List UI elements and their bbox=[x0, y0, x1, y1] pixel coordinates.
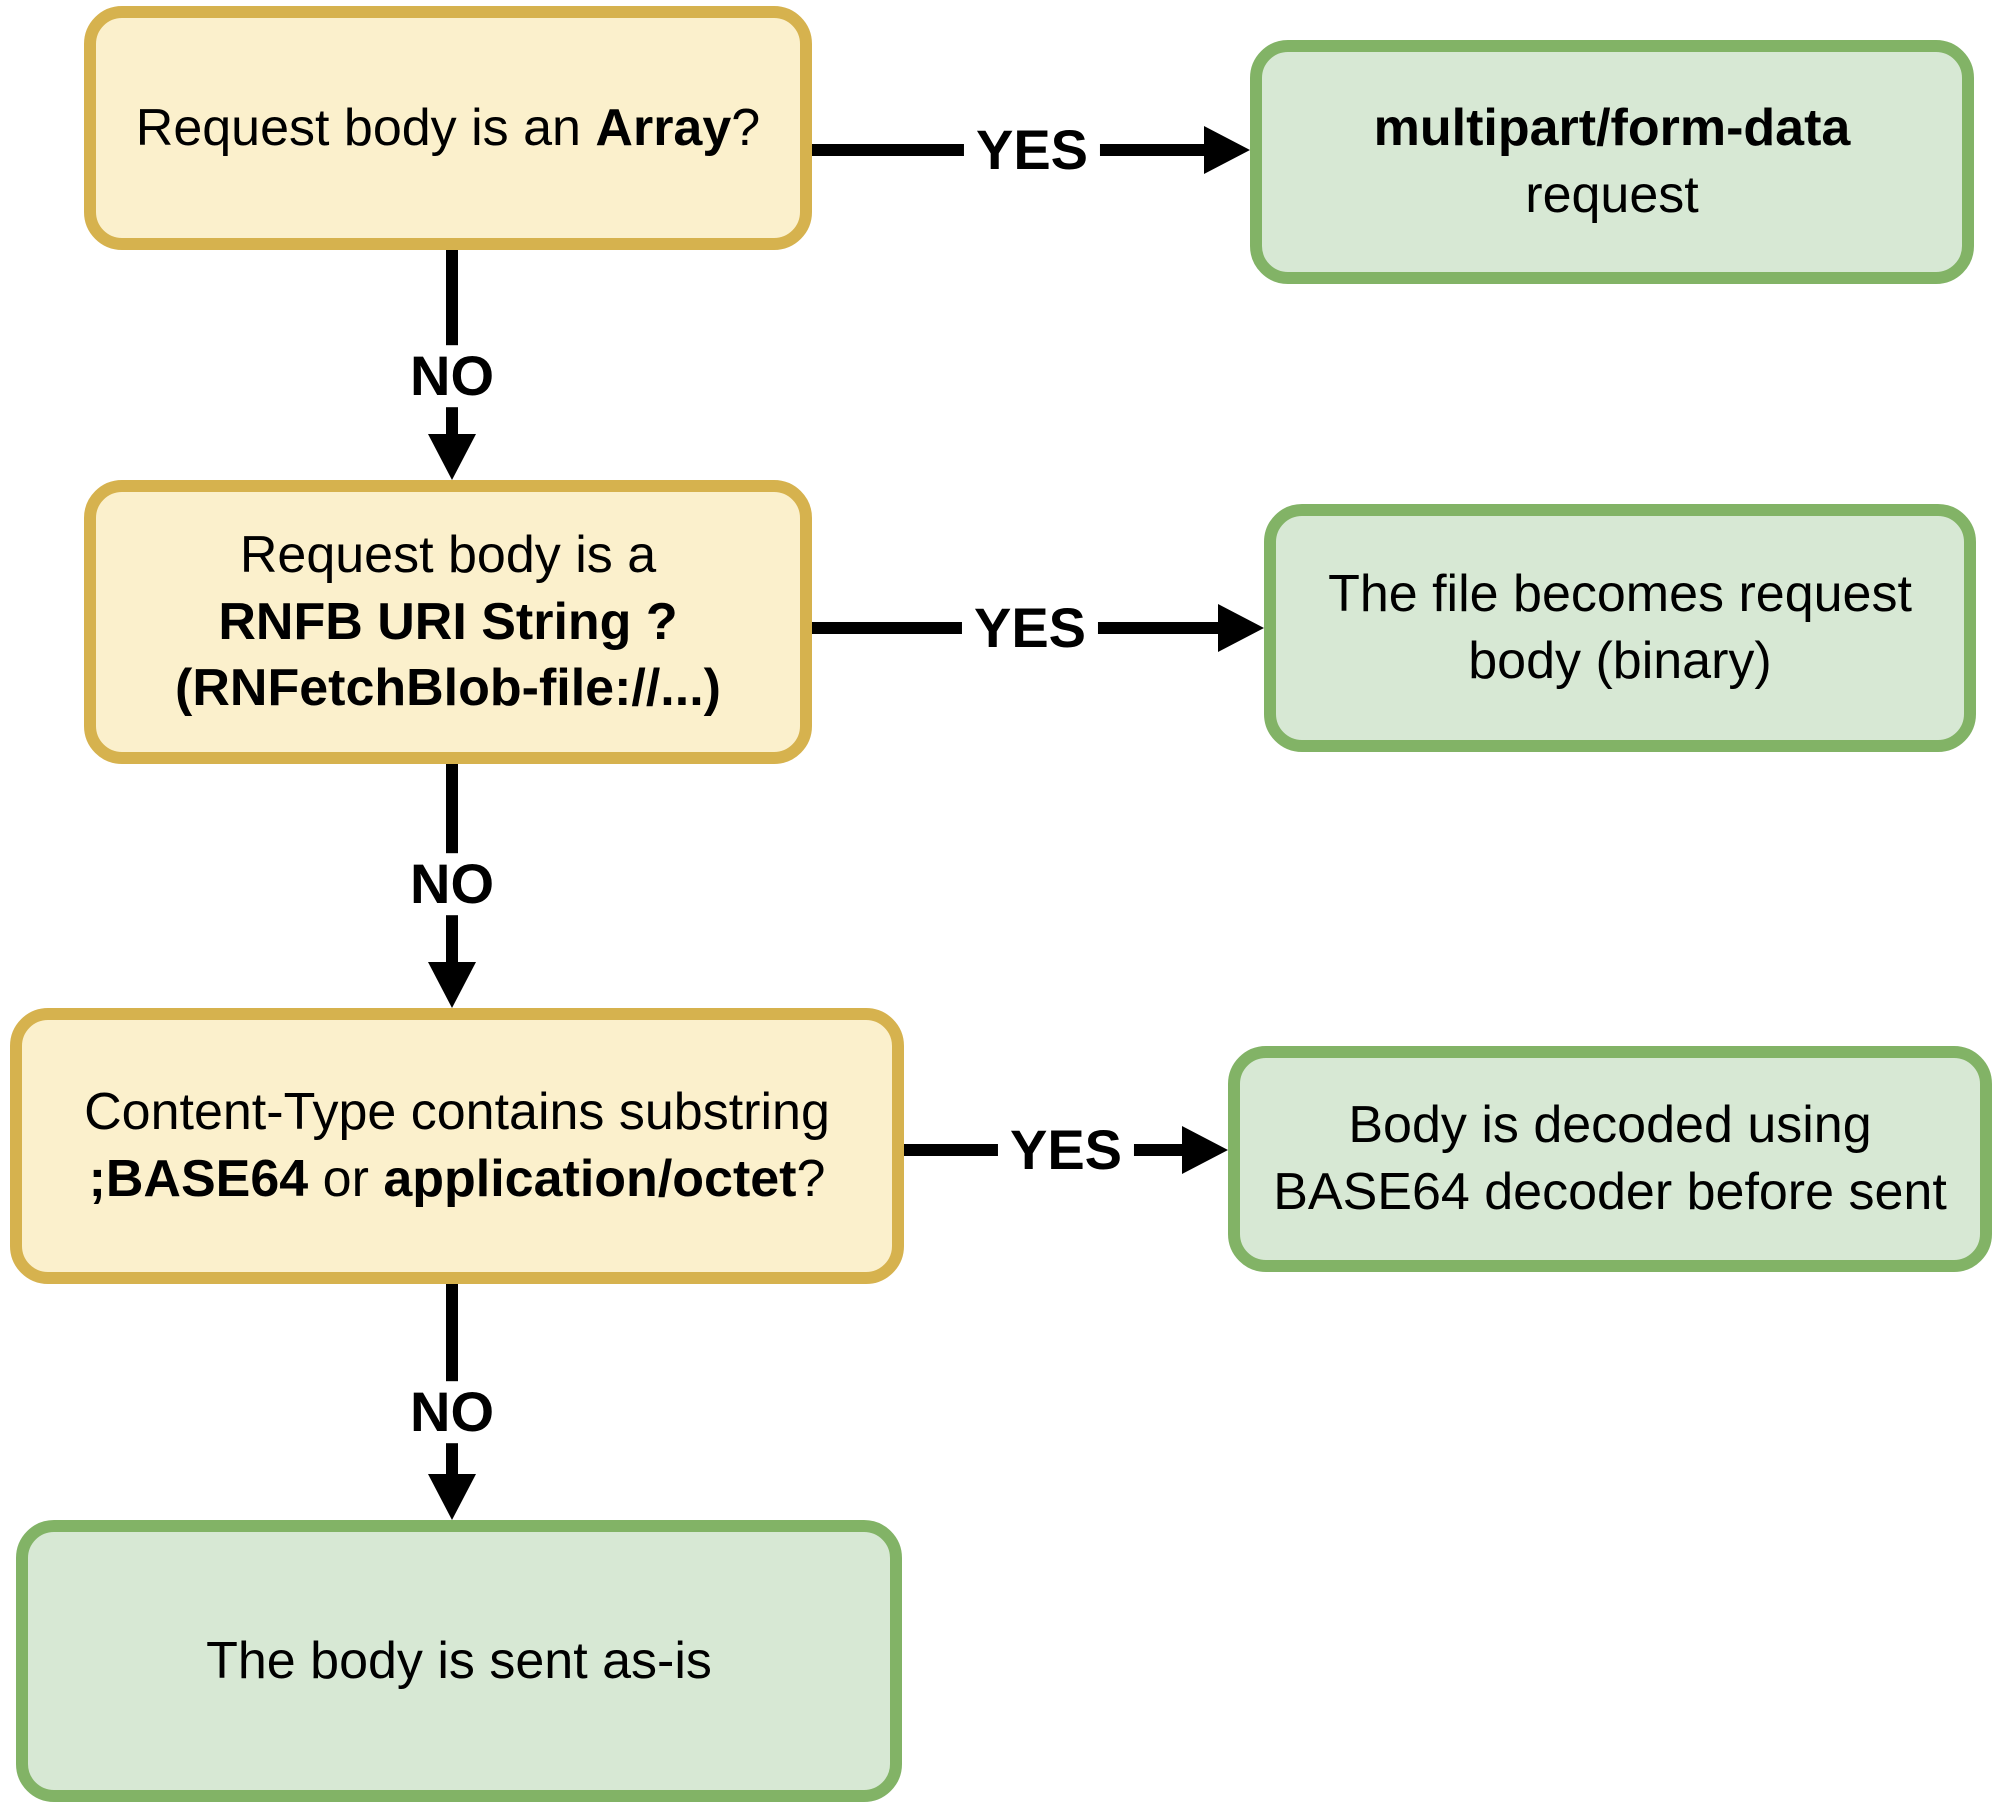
edge-label-no-3: NO bbox=[398, 1381, 506, 1443]
text-segment-bold: (RNFetchBlob-file://...) bbox=[175, 659, 721, 718]
node-text-line: Request body is a bbox=[114, 522, 782, 589]
edge-label-no-2: NO bbox=[398, 853, 506, 915]
outcome-node-file-becomes-body: The file becomes request body (binary) bbox=[1264, 504, 1976, 752]
text-segment-bold: Array bbox=[595, 98, 732, 157]
node-text-line: request bbox=[1280, 162, 1944, 229]
text-segment: request bbox=[1525, 166, 1699, 224]
arrowhead-no-1 bbox=[428, 434, 476, 480]
arrowhead-yes-1 bbox=[1204, 126, 1250, 174]
node-text-line: The body is sent as-is bbox=[206, 1631, 712, 1690]
node-text-line: Request body is an Array? bbox=[114, 95, 782, 162]
edge-label-yes-3: YES bbox=[997, 1119, 1135, 1181]
node-text-line: (RNFetchBlob-file://...) bbox=[114, 655, 782, 722]
node-text-line: The file becomes request body (binary) bbox=[1328, 565, 1912, 690]
outcome-node-base64-decoded: Body is decoded using BASE64 decoder bef… bbox=[1228, 1046, 1992, 1272]
outcome-node-multipart-form-data: multipart/form-data request bbox=[1250, 40, 1974, 284]
text-segment-bold: RNFB URI String ? bbox=[218, 592, 678, 651]
arrowhead-yes-3 bbox=[1182, 1126, 1228, 1174]
node-text-line: multipart/form-data bbox=[1280, 95, 1944, 162]
arrowhead-no-3 bbox=[428, 1474, 476, 1520]
node-text-line: Content-Type contains substring bbox=[40, 1079, 874, 1146]
edge-label-yes-2: YES bbox=[961, 597, 1099, 659]
edge-label-no-1: NO bbox=[398, 345, 506, 407]
text-segment-bold: ;BASE64 bbox=[88, 1150, 309, 1208]
node-text-line: Body is decoded using BASE64 decoder bef… bbox=[1273, 1096, 1947, 1221]
decision-node-request-body-array: Request body is an Array? bbox=[84, 6, 812, 250]
text-segment: ? bbox=[731, 98, 761, 157]
node-text-line: RNFB URI String ? bbox=[114, 589, 782, 656]
text-segment: ? bbox=[796, 1150, 826, 1208]
text-segment: Request body is a bbox=[239, 526, 657, 585]
text-segment: Request body is an bbox=[135, 98, 596, 157]
decision-node-rnfb-uri-string: Request body is a RNFB URI String ? (RNF… bbox=[84, 480, 812, 764]
decision-node-content-type-substring: Content-Type contains substring ;BASE64 … bbox=[10, 1008, 904, 1284]
text-segment: or bbox=[308, 1150, 384, 1208]
text-segment-bold: multipart/form-data bbox=[1373, 99, 1851, 158]
edge-label-yes-1: YES bbox=[963, 119, 1101, 181]
node-text-line: ;BASE64 or application/octet? bbox=[40, 1146, 874, 1213]
text-segment: Content-Type contains substring bbox=[84, 1083, 830, 1142]
outcome-node-body-sent-as-is: The body is sent as-is bbox=[16, 1520, 902, 1802]
arrowhead-yes-2 bbox=[1218, 604, 1264, 652]
arrowhead-no-2 bbox=[428, 962, 476, 1008]
text-segment-bold: application/octet bbox=[383, 1150, 797, 1208]
